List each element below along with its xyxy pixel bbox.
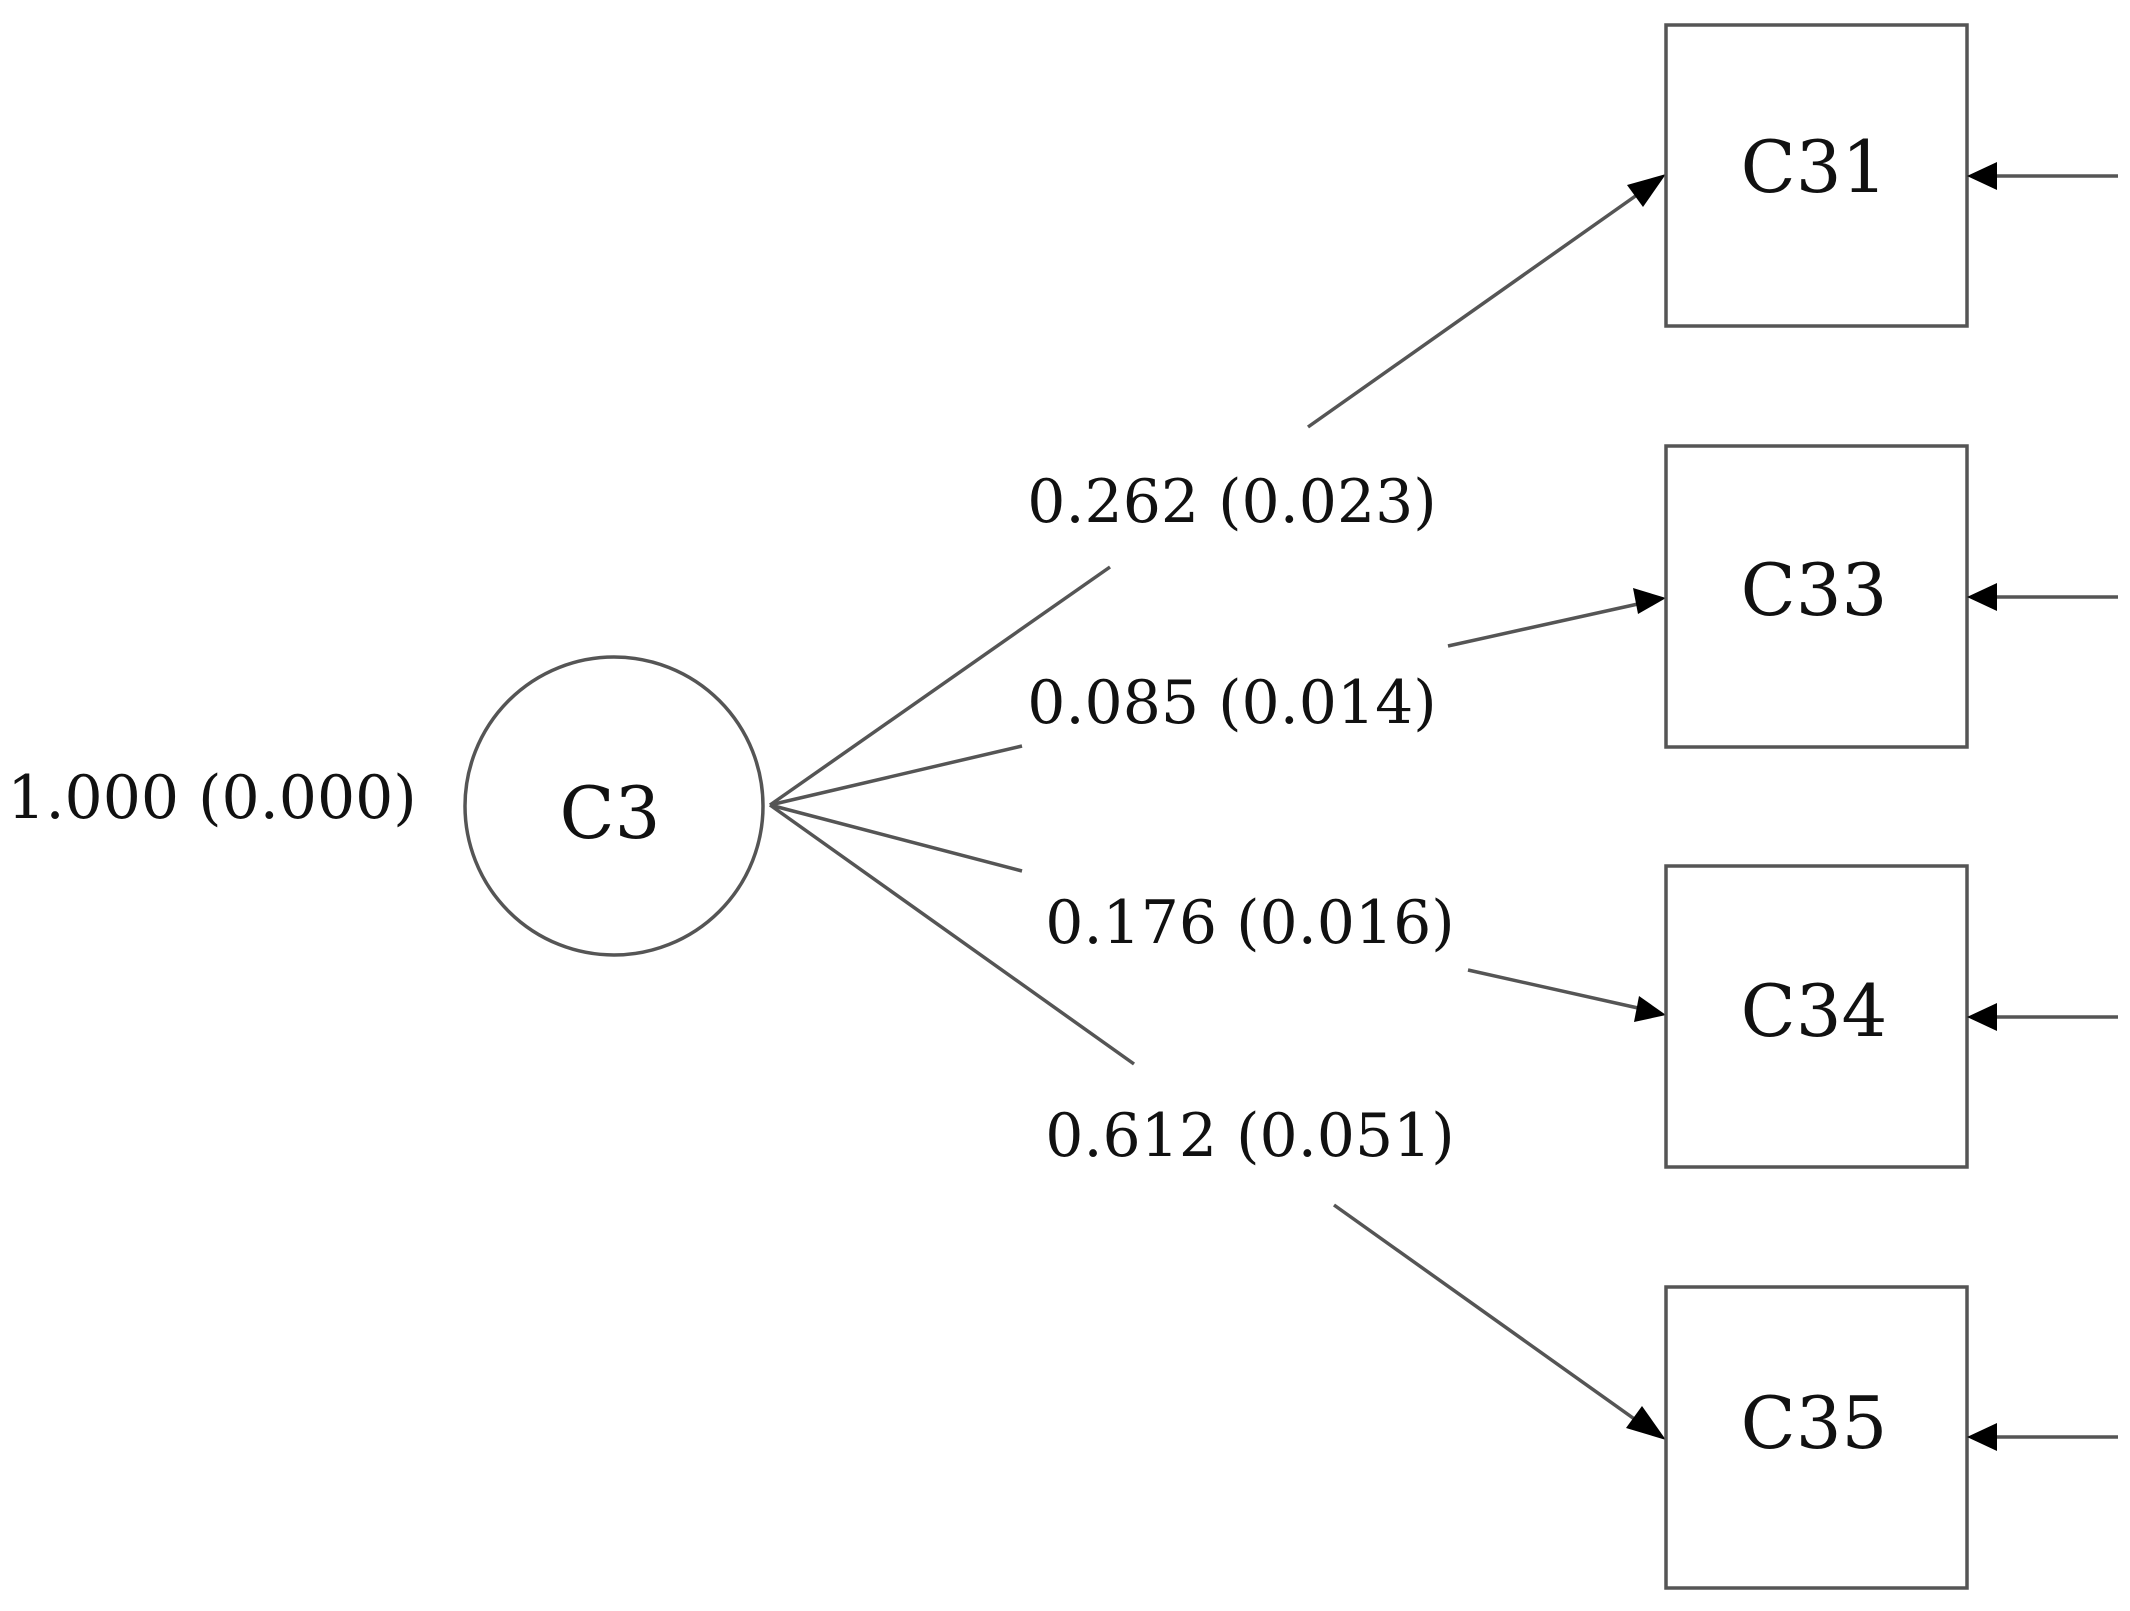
indicator-box-c33: [1664, 444, 1969, 749]
latent-node-label: C3: [560, 771, 661, 855]
coefficient-label-c34: 0.176 (0.016): [1045, 888, 1454, 958]
coefficient-label-c35: 0.612 (0.051): [1045, 1101, 1454, 1171]
error-arrowhead-c34: [1967, 1003, 1997, 1031]
error-arrowhead-c31: [1967, 162, 1997, 190]
path-c35-upper: [1332, 1203, 1642, 1425]
path-c33-upper: [1447, 602, 1639, 648]
path-c3-c33-lower: [769, 744, 1023, 807]
path-c34-upper: [1467, 968, 1639, 1010]
arrowhead-c35: [1626, 1406, 1666, 1440]
arrowhead-c33: [1633, 588, 1666, 614]
indicator-label-c33: C33: [1741, 548, 1888, 632]
path-c31-upper: [1306, 188, 1646, 429]
path-c3-c35-lower: [768, 803, 1136, 1066]
indicator-box-c35: [1664, 1285, 1969, 1590]
indicator-label-c31: C31: [1741, 125, 1888, 209]
indicator-box-c31: [1664, 23, 1969, 328]
latent-variance-label: 1.000 (0.000): [7, 763, 416, 833]
error-arrowhead-c35: [1967, 1423, 1997, 1451]
indicator-box-c34: [1664, 864, 1969, 1169]
indicator-label-c35: C35: [1741, 1381, 1888, 1465]
path-c3-c34-lower: [769, 803, 1023, 873]
coefficient-label-c33: 0.085 (0.014): [1027, 668, 1436, 738]
latent-node-c3: [463, 655, 765, 957]
arrowhead-c31: [1627, 174, 1666, 207]
path-c3-c31-lower: [768, 565, 1112, 807]
coefficient-label-c31: 0.262 (0.023): [1027, 467, 1436, 537]
arrowhead-c34: [1634, 996, 1666, 1022]
error-arrowhead-c33: [1967, 583, 1997, 611]
indicator-label-c34: C34: [1741, 969, 1888, 1053]
